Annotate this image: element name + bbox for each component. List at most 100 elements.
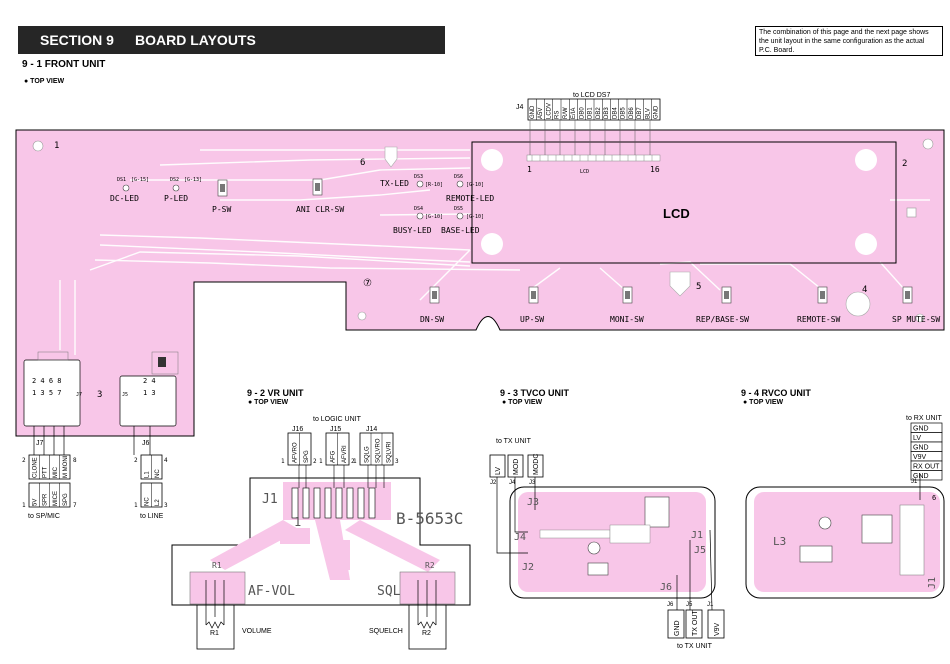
lcd-pin-7: DB0 — [579, 107, 585, 119]
svg-text:J5: J5 — [686, 602, 693, 608]
svg-text:J2: J2 — [490, 480, 497, 486]
svg-text:J16: J16 — [292, 426, 303, 433]
svg-text:J15: J15 — [330, 426, 341, 433]
rvco-unit-title: 9 - 4 RVCO UNIT — [741, 388, 811, 398]
section-title: BOARD LAYOUTS — [135, 32, 256, 48]
svg-text:DS3: DS3 — [414, 174, 423, 180]
svg-text:1: 1 — [134, 502, 138, 509]
lcd-pin-5: R/W — [563, 107, 569, 119]
svg-text:J1: J1 — [707, 602, 714, 608]
front-mark-1: 1 — [54, 141, 59, 151]
svg-text:J6: J6 — [667, 602, 674, 608]
svg-text:4: 4 — [164, 457, 168, 464]
led-ds5: DS5 [G-10] BASE-LED — [441, 206, 484, 235]
front-unit-title: 9 - 1 FRONT UNIT — [22, 59, 106, 70]
front-mark-4: 4 — [862, 285, 867, 295]
j7-label: J7 — [36, 440, 44, 447]
j7-pin-top: M MONI — [63, 455, 69, 478]
switch-label: REP/BASE-SW — [696, 315, 749, 324]
lcd-pin-8: DB1 — [588, 107, 594, 119]
ani-clr-sw: ANI CLR-SW — [296, 178, 344, 214]
tvco-top-pin: MODC — [533, 454, 540, 475]
svg-text:J3: J3 — [527, 497, 539, 508]
section-number: SECTION 9 — [40, 32, 114, 48]
squelch-label: SQUELCH — [369, 628, 403, 635]
tvco-bottom-pin: TX OUT — [692, 610, 699, 636]
svg-text:R1: R1 — [212, 561, 222, 570]
lcd-pin-11: DB4 — [612, 107, 618, 119]
switch-knob — [625, 291, 630, 299]
j6-pin-top: NC — [155, 469, 161, 478]
vr-top-view: ● TOP VIEW — [248, 399, 289, 406]
j7-board-label: J7 — [76, 392, 82, 398]
svg-text:R2: R2 — [425, 561, 435, 570]
remote-led-label: REMOTE-LED — [446, 194, 494, 203]
tvco-bottom-pin: V9V — [714, 622, 721, 636]
front-mark-3: 3 — [97, 390, 102, 400]
base-led-label: BASE-LED — [441, 226, 480, 235]
busy-led-label: BUSY-LED — [393, 226, 432, 235]
led-ds6: DS6 [G-10] REMOTE-LED — [446, 174, 494, 203]
switch-knob — [905, 291, 910, 299]
svg-text:1: 1 — [22, 502, 26, 509]
lcd-pin-16: GND — [654, 105, 660, 119]
svg-text:R2: R2 — [422, 630, 431, 637]
svg-text:1: 1 — [294, 515, 301, 529]
layout-note: The combination of this page and the nex… — [755, 26, 943, 56]
svg-text:[R-10]: [R-10] — [425, 182, 443, 188]
tvco-unit-title: 9 - 3 TVCO UNIT — [500, 388, 570, 398]
switch-knob — [820, 291, 825, 299]
lcd-pin-10: DB3 — [604, 107, 610, 119]
to-sp-mic: to SP/MIC — [28, 513, 60, 520]
led-ds2: DS2 [G-13] P-LED — [164, 177, 202, 203]
rvco-pin: V9V — [913, 454, 927, 461]
j7-pins-top: 2 4 6 8 — [32, 377, 62, 385]
svg-text:DS1: DS1 — [117, 177, 126, 183]
vr-pin: SQLG — [364, 446, 370, 463]
svg-text:J1: J1 — [911, 479, 918, 485]
switch-knob — [531, 291, 536, 299]
to-rx-unit: to RX UNIT — [906, 415, 943, 422]
svg-text:DS4: DS4 — [414, 206, 423, 212]
svg-text:2: 2 — [134, 457, 138, 464]
rvco-pin: LV — [913, 435, 921, 442]
switch-label: SP MUTE-SW — [892, 315, 940, 324]
switch-knob — [724, 291, 729, 299]
dc-led-label: DC-LED — [110, 194, 139, 203]
tvco-top-pin: MOD — [513, 459, 520, 475]
lcd-pin-15: BLV — [645, 108, 651, 119]
svg-text:DS6: DS6 — [454, 174, 463, 180]
switch-label: UP-SW — [520, 315, 544, 324]
vr-unit-title: 9 - 2 VR UNIT — [247, 388, 304, 398]
vr-pin: SQLVRO — [375, 438, 381, 463]
vr-pin: AFG — [331, 450, 337, 463]
tx-led-label: TX-LED — [380, 179, 409, 188]
svg-text:8: 8 — [73, 457, 77, 464]
rvco-top-view: ● TOP VIEW — [743, 399, 784, 406]
rvco-pin: GND — [913, 445, 929, 452]
front-top-view: ● TOP VIEW — [24, 78, 65, 85]
l3-label: L3 — [773, 535, 786, 548]
lcd-pin-13: DB6 — [629, 107, 635, 119]
svg-text:J2: J2 — [522, 562, 534, 573]
lcd-pin-3: LCDV — [546, 103, 552, 119]
svg-text:DS5: DS5 — [454, 206, 463, 212]
svg-text:J5: J5 — [694, 545, 706, 556]
svg-text:J1: J1 — [927, 577, 938, 589]
to-tx-unit-bottom: to TX UNIT — [677, 643, 713, 650]
lcd-pin-12: DB5 — [621, 107, 627, 119]
lcd-pin-1: GND — [530, 105, 536, 119]
front-mark-2: 2 — [902, 159, 907, 169]
front-mark-6: 6 — [360, 158, 365, 168]
front-mark-5: 5 — [696, 282, 701, 292]
svg-text:7: 7 — [73, 502, 77, 509]
tvco-bottom-pin: GND — [674, 620, 681, 636]
rvco-pin: GND — [913, 426, 929, 433]
vr-pin: SQLVRI — [386, 441, 392, 463]
